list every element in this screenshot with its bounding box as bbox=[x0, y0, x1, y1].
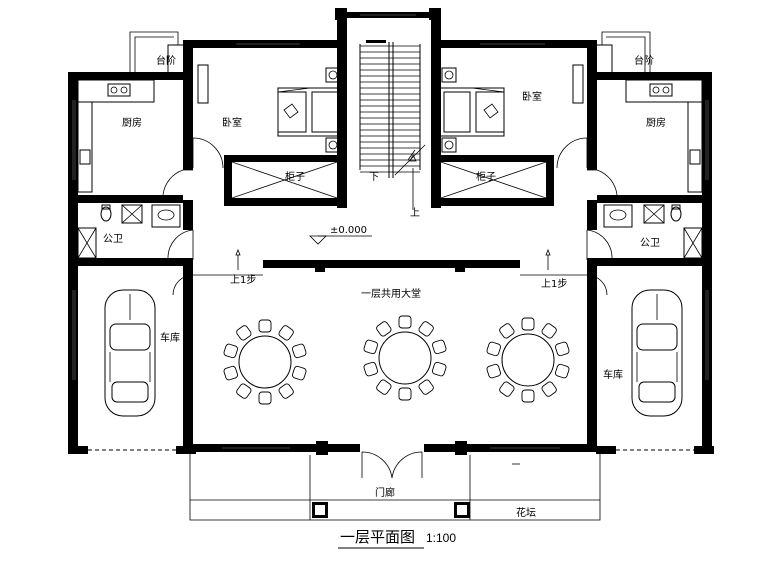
door-swing-icon bbox=[391, 451, 423, 479]
cabinet-left-label: 柜子 bbox=[285, 170, 305, 183]
bedroom-left-label: 卧室 bbox=[222, 116, 242, 129]
kitchen-left-label: 厨房 bbox=[122, 116, 142, 129]
chair-icon bbox=[486, 341, 501, 357]
porch-label: 门廊 bbox=[375, 486, 395, 499]
chair-icon bbox=[376, 321, 392, 337]
bedroom-right: 卧室 柜子 bbox=[431, 40, 597, 206]
bedroom-left: 卧室 柜子 bbox=[183, 40, 347, 206]
door-swing-icon bbox=[167, 229, 194, 260]
car-icon bbox=[104, 289, 156, 417]
garage-left: 车库 bbox=[68, 266, 196, 454]
stove-icon bbox=[649, 83, 673, 97]
chair-icon bbox=[223, 365, 238, 381]
chair-icon bbox=[541, 323, 557, 339]
round-tables bbox=[223, 315, 570, 405]
door-swing-icon bbox=[162, 169, 193, 196]
toilet-right: 公卫 bbox=[586, 200, 712, 270]
chair-icon bbox=[398, 315, 412, 329]
door-swing-icon bbox=[586, 229, 613, 260]
chair-icon bbox=[418, 321, 434, 337]
chair-icon bbox=[278, 383, 294, 399]
round-table-icon bbox=[238, 335, 292, 389]
round-table-icon bbox=[501, 333, 555, 387]
round-table-icon bbox=[378, 331, 432, 385]
sink-icon bbox=[689, 149, 701, 165]
door-swing-icon bbox=[556, 137, 588, 169]
chair-icon bbox=[555, 341, 570, 357]
garage-right-label: 车库 bbox=[603, 368, 623, 381]
door-swing-icon bbox=[361, 451, 393, 479]
stair-up-label: 上 bbox=[410, 207, 420, 219]
kitchen-right-label: 厨房 bbox=[646, 116, 666, 129]
cabinet-right-label: 柜子 bbox=[476, 170, 496, 183]
balcony-left-label: 台阶 bbox=[156, 54, 176, 67]
chair-icon bbox=[555, 363, 570, 379]
chair-icon bbox=[236, 325, 252, 341]
drawing-title: 一层平面图 1:100 bbox=[338, 528, 456, 549]
chair-icon bbox=[521, 389, 535, 403]
step-left-label: 上1步 bbox=[230, 274, 256, 286]
stair-treads bbox=[360, 45, 420, 173]
chair-icon bbox=[292, 343, 307, 359]
kitchen-right: 台阶 厨房 bbox=[587, 31, 712, 203]
chair-icon bbox=[363, 361, 378, 377]
toilet-left: 公卫 bbox=[68, 200, 194, 270]
chair-icon bbox=[363, 339, 378, 355]
chair-icon bbox=[499, 323, 515, 339]
bed-icon bbox=[277, 67, 343, 153]
chair-icon bbox=[236, 383, 252, 399]
balcony-right-label: 台阶 bbox=[634, 54, 654, 67]
toilet-left-label: 公卫 bbox=[103, 234, 123, 245]
sink-icon bbox=[151, 204, 181, 228]
chair-icon bbox=[432, 361, 447, 377]
corridor: ±0.000 bbox=[309, 225, 372, 245]
garage-left-label: 车库 bbox=[160, 331, 180, 344]
toilet-right-label: 公卫 bbox=[640, 238, 660, 249]
chair-icon bbox=[486, 363, 501, 379]
stairwell: 下 上 bbox=[335, 8, 441, 219]
chair-icon bbox=[278, 325, 294, 341]
porch: 门廊 花坛 bbox=[183, 441, 601, 521]
door-swing-icon bbox=[192, 137, 224, 169]
chair-icon bbox=[418, 379, 434, 395]
garage-right: 车库 bbox=[596, 266, 714, 454]
stair-down-label: 下 bbox=[369, 172, 379, 183]
chair-icon bbox=[292, 365, 307, 381]
bed-icon bbox=[439, 67, 505, 153]
plan-scale: 1:100 bbox=[426, 531, 456, 545]
chair-icon bbox=[541, 381, 557, 397]
chair-icon bbox=[499, 381, 515, 397]
chair-icon bbox=[258, 391, 272, 405]
planter-label: 花坛 bbox=[516, 506, 536, 519]
chair-icon bbox=[223, 343, 238, 359]
step-right-label: 上1步 bbox=[541, 278, 567, 290]
chair-icon bbox=[521, 317, 535, 331]
sink-icon bbox=[79, 149, 91, 165]
hall: 上1步 上1步 一层共用大堂 bbox=[172, 248, 608, 448]
bedroom-right-label: 卧室 bbox=[522, 90, 542, 103]
sink-icon bbox=[603, 204, 633, 228]
plan-title: 一层平面图 bbox=[340, 528, 415, 546]
chair-icon bbox=[398, 387, 412, 401]
hall-label: 一层共用大堂 bbox=[361, 287, 421, 300]
stove-icon bbox=[107, 83, 131, 97]
door-swing-icon bbox=[587, 169, 618, 196]
chair-icon bbox=[258, 319, 272, 333]
kitchen-left: 台阶 厨房 bbox=[68, 31, 193, 203]
toilet-icon bbox=[670, 204, 682, 222]
chair-icon bbox=[432, 339, 447, 355]
toilet-icon bbox=[100, 204, 112, 222]
elevation-label: ±0.000 bbox=[330, 225, 367, 236]
car-icon bbox=[631, 289, 683, 417]
chair-icon bbox=[376, 379, 392, 395]
